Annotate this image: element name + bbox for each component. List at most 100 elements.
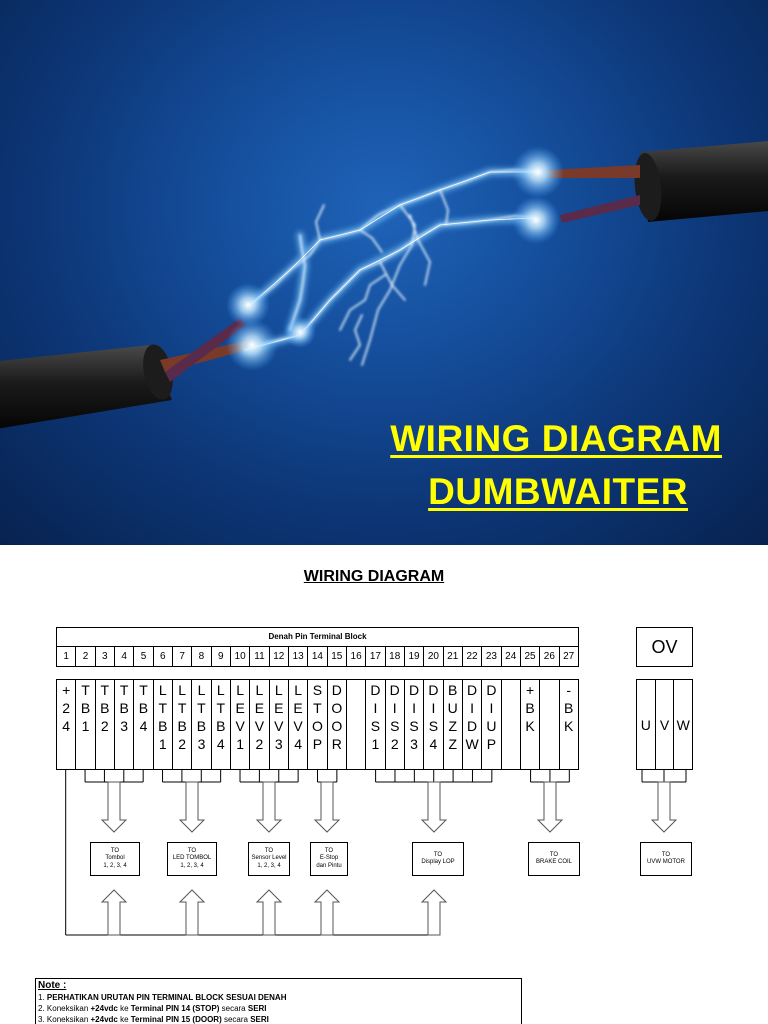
terminal-char: T — [100, 682, 110, 698]
pin-number: 7 — [173, 647, 193, 666]
terminal-char: B — [158, 718, 168, 734]
terminal-char: O — [331, 718, 343, 734]
arrow-up-icon — [255, 889, 283, 936]
pin-number: 1 — [57, 647, 77, 666]
terminal-char: U — [486, 718, 497, 734]
note-number: 3. — [38, 1015, 47, 1024]
destination-label: TO — [110, 847, 120, 854]
terminal-cell — [540, 680, 560, 769]
note-number: 1. — [38, 993, 47, 1002]
destination-label: dan Pintu — [316, 862, 342, 869]
terminal-char: Z — [448, 718, 457, 734]
note-text: SERI — [247, 1004, 267, 1013]
note-text: Terminal PIN 14 (STOP) — [130, 1004, 220, 1013]
terminal-char: 4 — [294, 736, 302, 752]
arrow-down-icon — [178, 781, 206, 833]
note-line: 2. Koneksikan +24vdc ke Terminal PIN 14 … — [38, 1003, 519, 1014]
terminal-char: D — [466, 682, 478, 698]
terminal-char: 1 — [81, 718, 90, 734]
motor-terminal: V — [656, 680, 675, 769]
cover-title-line1: WIRING DIAGRAM — [390, 418, 722, 459]
terminal-char: T — [119, 682, 129, 698]
terminal-char: B — [177, 718, 187, 734]
terminal-char: T — [81, 682, 90, 698]
terminal-char: B — [196, 718, 207, 734]
terminal-char: L — [274, 682, 283, 698]
terminal-char: Z — [448, 736, 457, 752]
terminal-char: - — [566, 682, 572, 698]
arrow-up-icon — [313, 889, 341, 936]
right-cable — [548, 141, 768, 223]
destination-label: 1, 2, 3, 4 — [180, 862, 204, 869]
terminal-char: U — [447, 700, 458, 716]
note-text: secara — [221, 1015, 251, 1024]
terminal-char: I — [412, 700, 417, 716]
pin-number: 26 — [540, 647, 560, 666]
note-text: secara — [219, 1004, 248, 1013]
terminal-char: B — [525, 700, 535, 716]
note-text: ke — [117, 1004, 131, 1013]
terminal-char: T — [177, 700, 187, 716]
terminal-char: B — [119, 700, 129, 716]
terminal-char: 1 — [371, 736, 380, 752]
pin-number: 14 — [308, 647, 328, 666]
terminal-char: 1 — [158, 736, 167, 752]
arrow-down-icon — [420, 781, 448, 833]
destination-label: TO — [549, 851, 559, 858]
terminal-char: D — [409, 682, 420, 698]
terminal-block-header: Denah Pin Terminal Block — [56, 627, 579, 647]
destination-label: UVW MOTOR — [647, 859, 685, 865]
terminal-char: + — [525, 682, 535, 698]
arrow-up-icon — [178, 889, 206, 936]
spark-glow — [284, 316, 316, 348]
terminal-char: S — [312, 682, 323, 698]
destination-label: E-Stop — [319, 855, 339, 862]
arrow-up-icon — [100, 889, 128, 936]
terminal-char: D — [466, 718, 478, 734]
destination-label: Display LOP — [421, 859, 455, 865]
spark-glow — [226, 283, 270, 327]
note-text: PERHATIKAN URUTAN PIN TERMINAL BLOCK SES… — [46, 993, 287, 1002]
terminal-char: R — [331, 736, 342, 752]
pin-number: 22 — [463, 647, 483, 666]
terminal-char: B — [138, 700, 149, 716]
pin-number: 12 — [270, 647, 289, 666]
pin-number: 3 — [96, 647, 115, 666]
terminal-char: W — [465, 736, 479, 752]
destination-label: 1, 2, 3, 4 — [103, 862, 127, 869]
pin-number: 17 — [366, 647, 386, 666]
terminal-char: 3 — [410, 736, 418, 752]
note-text: Terminal PIN 15 (DOOR) — [130, 1015, 222, 1024]
terminal-char: K — [564, 718, 574, 734]
arrow-down-icon — [100, 781, 128, 833]
note-lines: 1. PERHATIKAN URUTAN PIN TERMINAL BLOCK … — [38, 992, 519, 1024]
terminal-char: O — [331, 700, 343, 716]
terminal-char: L — [294, 682, 302, 698]
motor-terminal: W — [674, 680, 694, 769]
pin-number: 15 — [328, 647, 347, 666]
terminal-char: 3 — [274, 736, 283, 752]
terminal-char: D — [428, 682, 439, 698]
terminal-cell — [502, 680, 521, 769]
terminal-char: 2 — [100, 718, 109, 734]
pin-number: 23 — [482, 647, 502, 666]
